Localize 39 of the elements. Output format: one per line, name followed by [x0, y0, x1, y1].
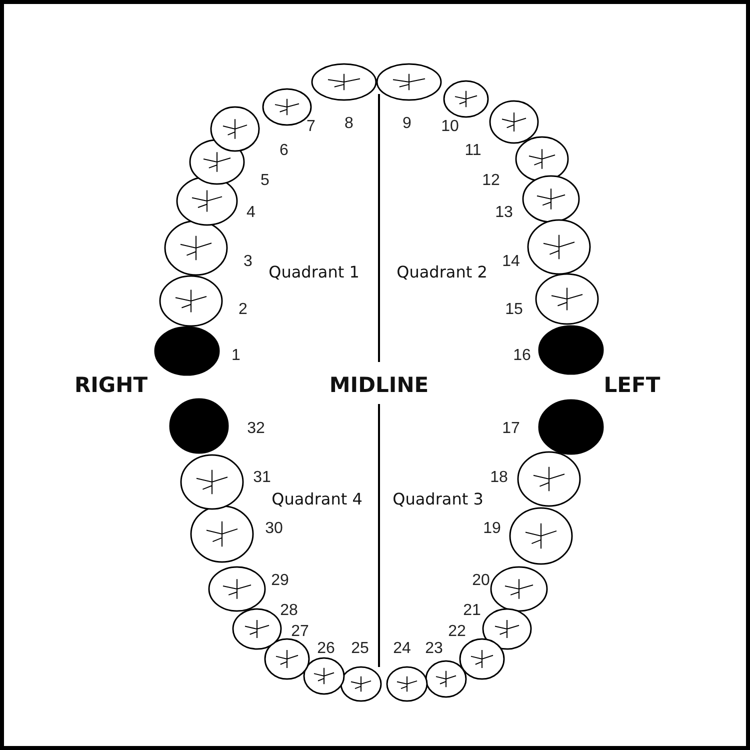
tooth-number: 14 [502, 253, 520, 271]
midline-label: MIDLINE [329, 373, 429, 397]
tooth-number: 32 [247, 420, 265, 438]
tooth-number: 16 [513, 347, 531, 365]
tooth-number: 12 [482, 172, 500, 190]
tooth-number: 31 [253, 469, 271, 487]
tooth-number: 17 [502, 420, 520, 438]
tooth-number: 20 [472, 572, 490, 590]
tooth-number: 5 [260, 172, 270, 190]
tooth-number: 27 [291, 623, 309, 641]
tooth-number: 23 [425, 640, 443, 658]
tooth-number: 18 [490, 469, 508, 487]
quadrant-label: Quadrant 1 [268, 262, 360, 282]
tooth-number: 25 [351, 640, 369, 658]
quadrant-label: Quadrant 2 [396, 262, 488, 282]
tooth-number: 1 [232, 347, 240, 365]
tooth-number: 8 [344, 115, 354, 133]
quadrant-label: Quadrant 3 [392, 490, 484, 508]
side-label: LEFT [604, 373, 660, 397]
tooth-number: 22 [448, 623, 466, 641]
tooth-number: 4 [246, 204, 256, 222]
tooth-number: 2 [238, 301, 248, 319]
quadrant-label: Quadrant 4 [272, 490, 362, 508]
tooth-number: 10 [441, 118, 459, 136]
tooth-number: 29 [271, 572, 289, 590]
tooth-number: 28 [280, 602, 298, 620]
tooth-number: 15 [505, 301, 523, 319]
tooth-number: 26 [317, 640, 335, 658]
side-label: RIGHT [74, 373, 148, 397]
tooth-number: 24 [393, 640, 411, 658]
tooth-number: 21 [463, 602, 481, 620]
tooth-number: 3 [244, 253, 252, 271]
tooth-number: 13 [495, 204, 513, 222]
tooth-number: 11 [464, 142, 482, 160]
tooth-number: 30 [265, 520, 283, 538]
tooth-number: 6 [280, 142, 288, 160]
tooth-number: 19 [483, 520, 501, 538]
tooth-number: 9 [402, 115, 412, 133]
tooth-number: 7 [306, 118, 316, 136]
